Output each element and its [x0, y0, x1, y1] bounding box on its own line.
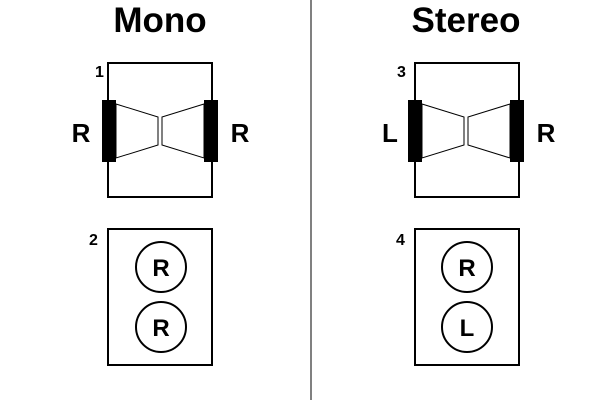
stereo-speaker-diagram: 3 L R [382, 62, 556, 198]
top-channel-label: R [152, 255, 169, 282]
top-channel-circle [135, 241, 187, 293]
mono-plug-diagram: 2 R R [89, 228, 213, 366]
mono-panel: Mono 1 R R 2 R R [72, 1, 250, 366]
diagram-number-3: 3 [397, 64, 406, 81]
left-cone-icon [421, 103, 465, 159]
top-channel-label: R [458, 255, 475, 282]
mono-title: Mono [113, 1, 206, 40]
stereo-panel: Stereo 3 L R 4 R L [382, 1, 556, 366]
speaker-frame [107, 62, 213, 198]
left-driver [408, 100, 422, 162]
diagram-number-2: 2 [89, 232, 98, 249]
bottom-channel-label: R [152, 315, 169, 342]
plug-frame [107, 228, 213, 366]
left-cone-icon [115, 103, 159, 159]
right-cone-icon [467, 103, 511, 159]
speaker-frame [414, 62, 520, 198]
diagram-number-1: 1 [95, 64, 104, 81]
right-driver [204, 100, 218, 162]
bottom-channel-circle [135, 301, 187, 353]
right-channel-label: R [231, 118, 250, 148]
left-driver [102, 100, 116, 162]
right-channel-label: R [537, 118, 556, 148]
top-channel-circle [441, 241, 493, 293]
right-cone-icon [161, 103, 205, 159]
left-channel-label: L [382, 118, 398, 148]
bottom-channel-circle [441, 301, 493, 353]
right-driver [510, 100, 524, 162]
bottom-channel-label: L [460, 315, 475, 342]
mono-speaker-diagram: 1 R R [72, 62, 250, 198]
plug-frame [414, 228, 520, 366]
stereo-title: Stereo [412, 1, 521, 40]
left-channel-label: R [72, 118, 91, 148]
diagram-number-4: 4 [396, 232, 405, 249]
stereo-plug-diagram: 4 R L [396, 228, 520, 366]
